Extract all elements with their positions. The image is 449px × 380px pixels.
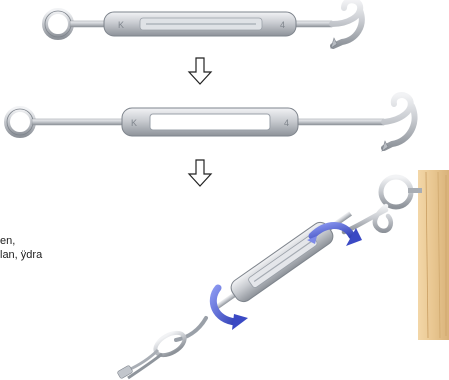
svg-text:K: K bbox=[131, 118, 137, 128]
screw-eye bbox=[381, 177, 422, 207]
turnbuckle-extended: K 4 bbox=[7, 95, 415, 151]
caption-line-2: lan, ÿdra bbox=[0, 248, 110, 262]
caption-line-1: en, bbox=[0, 234, 110, 248]
down-arrow-icon bbox=[189, 58, 211, 84]
svg-text:K: K bbox=[118, 20, 124, 30]
wire-rope-assembly bbox=[117, 318, 206, 379]
turnbuckle-installed bbox=[208, 204, 358, 319]
turnbuckle-compact: K 4 bbox=[45, 0, 362, 48]
wooden-post bbox=[418, 170, 449, 340]
svg-text:4: 4 bbox=[284, 118, 289, 128]
hook-end bbox=[344, 206, 391, 232]
caption-text: en, lan, ÿdra bbox=[0, 234, 110, 262]
down-arrow-icon bbox=[189, 160, 211, 186]
hook-end bbox=[384, 95, 415, 148]
hook-end bbox=[332, 0, 362, 46]
svg-text:4: 4 bbox=[280, 20, 285, 30]
